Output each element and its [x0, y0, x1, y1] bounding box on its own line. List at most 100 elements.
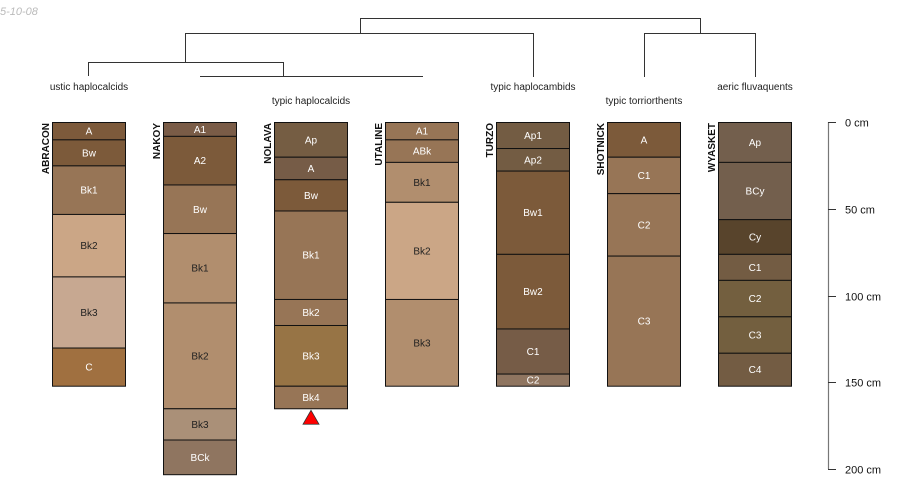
horizon-label: Bk1 — [413, 178, 431, 189]
horizon-rect — [496, 328, 570, 375]
horizon-rect — [496, 373, 570, 387]
horizon-label: Bk3 — [191, 420, 209, 431]
horizon-rect — [385, 298, 459, 387]
taxon-label: ustic haplocalcids — [50, 82, 128, 93]
horizon-label: Bk1 — [80, 186, 98, 197]
taxon-label: typic haplocalcids — [272, 96, 350, 107]
horizon-label: Bk1 — [191, 264, 209, 275]
horizon-rect — [496, 122, 570, 150]
horizon-rect — [274, 210, 348, 300]
horizon-label: BCk — [191, 453, 211, 464]
horizon-label: Bk3 — [302, 351, 320, 362]
axis-tick-label: 50 cm — [845, 205, 875, 217]
horizon-label: C — [85, 363, 92, 374]
axis-tick-label: 200 cm — [845, 465, 881, 477]
horizon-rect — [163, 184, 237, 235]
horizon-rect — [52, 213, 126, 278]
horizon-label: C3 — [749, 331, 762, 342]
horizon-label: Bk2 — [191, 351, 209, 362]
axis-tick-label: 0 cm — [845, 118, 869, 130]
horizon-label: A — [86, 127, 93, 138]
horizon-rect — [274, 298, 348, 326]
horizon-rect — [274, 179, 348, 212]
horizon-label: BCy — [746, 187, 765, 198]
horizon-label: Ap — [305, 135, 318, 146]
horizon-rect — [718, 253, 792, 281]
horizon-rect — [163, 408, 237, 441]
horizon-rect — [52, 139, 126, 167]
horizon-rect — [385, 161, 459, 203]
horizon-label: C3 — [638, 317, 651, 328]
dendrogram — [88, 18, 756, 77]
horizon-rect — [274, 122, 348, 158]
horizon-label: C1 — [527, 347, 540, 358]
horizon-label: Bw — [82, 148, 97, 159]
horizon-label: Bw — [193, 205, 208, 216]
horizon-rect — [163, 233, 237, 304]
horizon-rect — [718, 219, 792, 255]
horizon-label: C1 — [749, 263, 762, 274]
horizon-rect — [607, 255, 681, 387]
horizon-rect — [163, 302, 237, 410]
horizon-label: Bw1 — [523, 208, 543, 219]
horizon-label: C2 — [638, 220, 651, 231]
horizon-rect — [163, 135, 237, 186]
taxon-label: typic haplocambids — [490, 82, 575, 93]
horizon-label: C1 — [638, 171, 651, 182]
profile-name: SHOTNICK — [596, 122, 607, 175]
horizon-label: A1 — [194, 125, 207, 136]
horizon-label: Bk3 — [80, 308, 98, 319]
horizon-label: C4 — [749, 365, 762, 376]
horizon-rect — [718, 279, 792, 318]
horizon-rect — [718, 161, 792, 221]
date-label: 5-10-08 — [0, 6, 38, 18]
horizon-rect — [52, 276, 126, 349]
horizon-rect — [496, 253, 570, 330]
horizon-label: A2 — [194, 156, 207, 167]
horizon-label: A1 — [416, 127, 429, 138]
horizon-label: Ap — [749, 138, 762, 149]
dendrogram-branch — [185, 33, 534, 77]
horizon-label: C2 — [749, 294, 762, 305]
axis-tick-label: 100 cm — [845, 292, 881, 304]
taxon-label: aeric fluvaquents — [717, 82, 793, 93]
horizon-label: ABk — [413, 147, 432, 158]
horizon-rect — [607, 156, 681, 195]
horizon-label: Bk2 — [80, 241, 98, 252]
horizon-label: Bw2 — [523, 287, 543, 298]
horizon-rect — [496, 170, 570, 255]
axis-tick-label: 150 cm — [845, 378, 881, 390]
horizon-rect — [718, 352, 792, 387]
horizon-label: A — [308, 164, 315, 175]
horizon-label: Bk3 — [413, 338, 431, 349]
profile-name: TURZO — [485, 123, 496, 158]
horizon-label: Ap2 — [524, 155, 542, 166]
horizon-label: Bk2 — [302, 308, 320, 319]
taxon-label: typic torriorthents — [606, 96, 683, 107]
horizon-label: C2 — [527, 376, 540, 387]
horizon-rect — [607, 122, 681, 158]
horizon-rect — [718, 316, 792, 354]
profile-name: NAKOY — [152, 123, 163, 159]
horizon-rect — [274, 324, 348, 387]
dendrogram-branch — [360, 18, 701, 33]
depth-axis: 0 cm 50 cm 100 cm 150 cm 200 cm — [827, 118, 881, 477]
horizon-label: Bw — [304, 191, 319, 202]
horizon-rect — [52, 347, 126, 387]
profile-name: UTALINE — [374, 123, 385, 166]
horizon-label: Bk1 — [302, 251, 320, 262]
horizon-label: Bk2 — [413, 246, 431, 257]
profile-name: WYASKET — [707, 123, 718, 172]
profile-name: NOLAVA — [263, 123, 274, 164]
horizon-rect — [274, 385, 348, 410]
horizon-label: Bk4 — [302, 393, 320, 404]
profile-name: ABRACON — [41, 123, 52, 174]
